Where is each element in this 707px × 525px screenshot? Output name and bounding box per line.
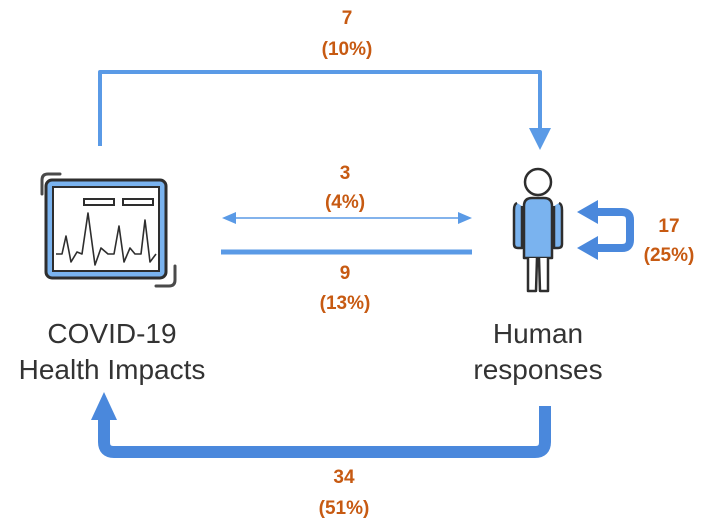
top-link-count: 7: [342, 8, 353, 29]
arrow-covid-to-human-top: [98, 70, 551, 150]
heart-monitor-icon: [40, 172, 177, 288]
person-icon: [512, 167, 564, 293]
bottom-link-count: 34: [333, 467, 355, 488]
self-loop-count: 17: [658, 216, 679, 237]
human-node-label-line1: Human: [493, 318, 583, 349]
middle-thin-link-count: 3: [340, 163, 351, 184]
middle-thick-link-count: 9: [340, 263, 351, 284]
middle-thin-link-percent: (4%): [325, 192, 365, 213]
self-loop-percent: (25%): [644, 245, 695, 266]
top-link-percent: (10%): [322, 39, 373, 60]
arrow-self-loop-human: [577, 200, 634, 260]
arrow-human-to-covid-bottom: [91, 392, 551, 458]
middle-thick-link-percent: (13%): [320, 293, 371, 314]
bottom-link-percent: (51%): [319, 498, 370, 519]
covid-node-label-line1: COVID-19: [47, 318, 176, 349]
human-node-label-line2: responses: [473, 354, 602, 385]
arrow-bidirectional-thin: [222, 212, 472, 224]
covid-node-label-line2: Health Impacts: [19, 354, 206, 385]
